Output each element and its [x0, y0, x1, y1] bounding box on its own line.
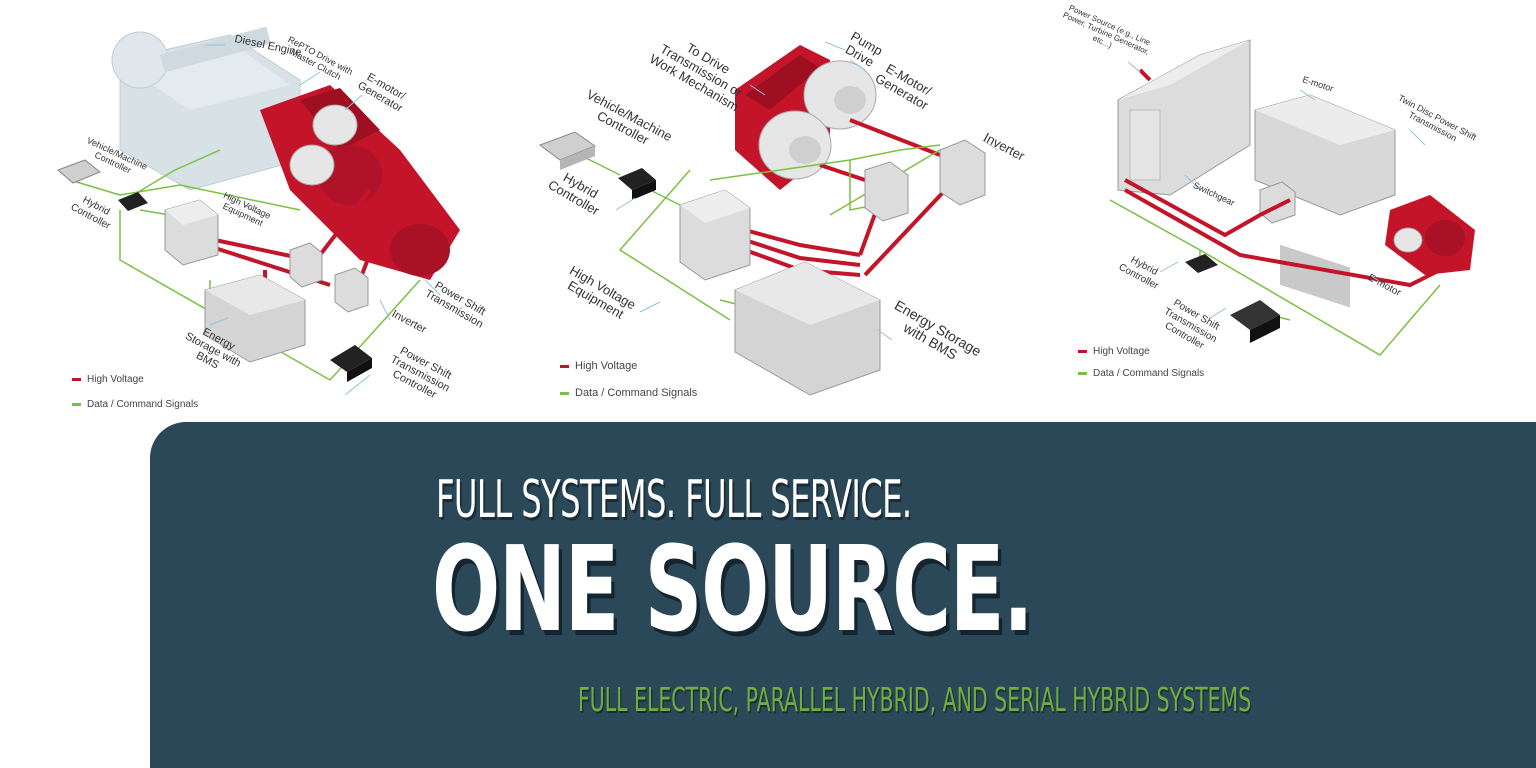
leader-lines: [1127, 61, 1426, 319]
emotor-small-illustration: [1259, 181, 1296, 224]
full-electric-hybrid-diagram: Diesel Engine RePTO Drive with Master Cl…: [0, 0, 500, 420]
legend-high-voltage: High Voltage: [560, 360, 637, 372]
legend-data-signals: Data / Command Signals: [1078, 368, 1204, 379]
leader-lines: [615, 41, 999, 341]
switchgear-illustration: [1117, 39, 1251, 196]
legend-swatch-green: [72, 402, 81, 406]
banner-panel: [150, 422, 1536, 768]
power-shift-transmission-illustration: [260, 85, 460, 280]
vehicle-machine-controller-illustration: [538, 131, 597, 170]
legend-high-voltage-text: High Voltage: [87, 374, 144, 385]
high-voltage-equipment-illustration: [679, 189, 751, 281]
hybrid-controller-illustration: [118, 192, 148, 211]
parallel-hybrid-diagram: To Drive Transmission or Work Mechanism …: [520, 0, 1040, 420]
energy-storage-illustration: [204, 274, 306, 363]
emotor-illustration: [758, 60, 877, 180]
legend-data-signals: Data / Command Signals: [72, 399, 198, 410]
high-voltage-equipment-illustration: [164, 199, 219, 266]
serial-hybrid-diagram: Power Source (e.g., Line Power, Turbine …: [1050, 0, 1536, 420]
pst-controller-illustration: [330, 345, 372, 382]
legend-high-voltage: High Voltage: [72, 374, 144, 385]
inverter-illustration: [864, 139, 986, 222]
inverter-illustration: [289, 242, 369, 313]
legend-swatch-green: [1078, 371, 1087, 375]
hybrid-controller-illustration: [618, 168, 656, 200]
diagram-1-illustration: [57, 26, 460, 396]
emotor-illustration: [1254, 94, 1396, 308]
leader-lines: [205, 44, 441, 396]
banner-line-2: ONE SOURCE.: [432, 520, 1034, 658]
vehicle-machine-controller-illustration: [57, 159, 101, 184]
legend-high-voltage: High Voltage: [1078, 346, 1150, 357]
legend-data-signals-text: Data / Command Signals: [1093, 368, 1205, 379]
legend-swatch-red: [560, 364, 569, 368]
diagram-3-illustration: [1109, 39, 1475, 356]
banner-line-1: FULL SYSTEMS. FULL SERVICE.: [436, 470, 912, 530]
legend-high-voltage-text: High Voltage: [1093, 346, 1150, 357]
banner-line-3: FULL ELECTRIC, PARALLEL HYBRID, AND SERI…: [578, 680, 1252, 719]
high-voltage-lines: [1124, 68, 1451, 288]
diagram-2-illustration: [538, 41, 999, 396]
hybrid-controller-illustration: [1185, 254, 1218, 273]
legend-swatch-green: [560, 391, 569, 395]
energy-storage-illustration: [734, 261, 881, 396]
emotor-illustration: [289, 104, 358, 186]
pst-controller-illustration: [1230, 300, 1280, 343]
legend-high-voltage-text: High Voltage: [575, 360, 638, 372]
legend-data-signals: Data / Command Signals: [560, 387, 697, 399]
legend-swatch-red: [72, 377, 81, 381]
legend-data-signals-text: Data / Command Signals: [87, 399, 199, 410]
twin-disc-transmission-illustration: [1385, 195, 1475, 275]
diesel-engine-illustration: [111, 26, 301, 191]
legend-swatch-red: [1078, 349, 1087, 353]
legend-data-signals-text: Data / Command Signals: [575, 387, 698, 399]
